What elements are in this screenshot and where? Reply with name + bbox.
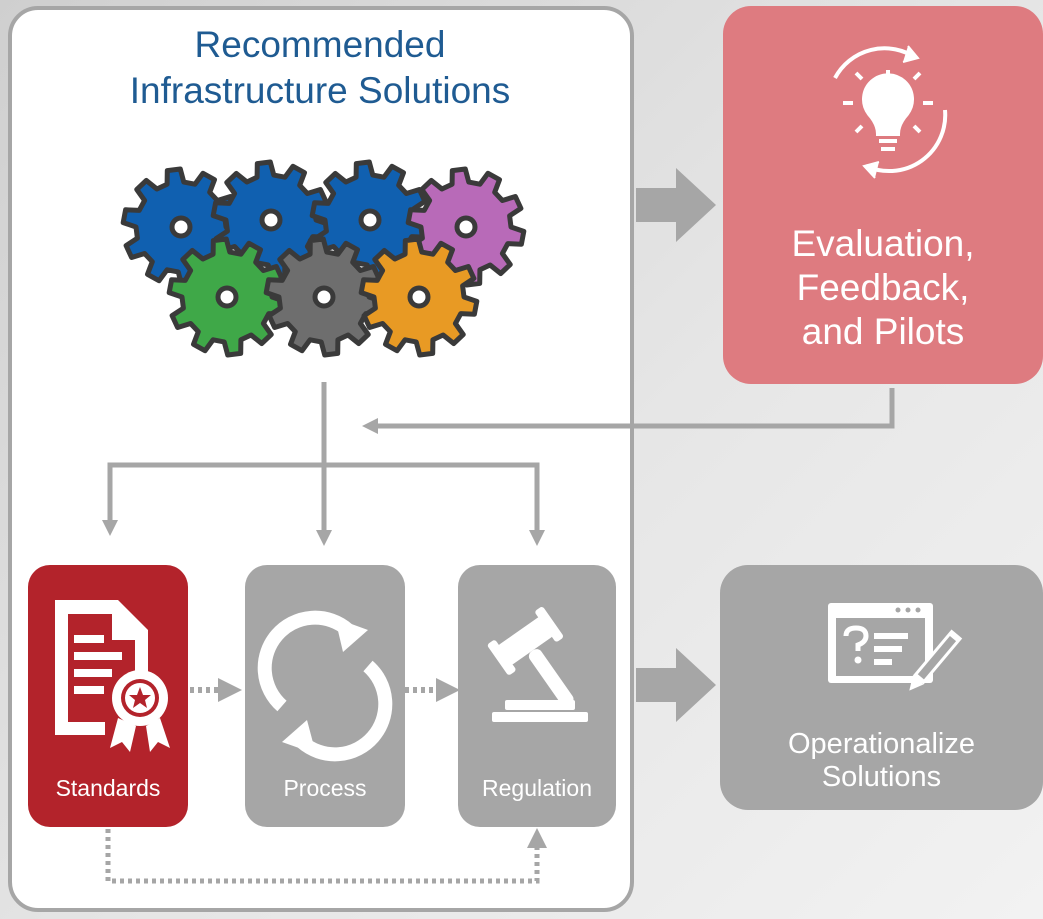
gears-cluster bbox=[120, 159, 527, 358]
evaluation-box bbox=[723, 6, 1043, 384]
block-arrow-to-operationalize bbox=[636, 648, 716, 722]
evaluation-label-line3: and Pilots bbox=[801, 311, 965, 352]
regulation-label: Regulation bbox=[482, 775, 592, 801]
lightbulb-refresh-icon bbox=[833, 45, 948, 179]
evaluation-label-line1: Evaluation, bbox=[791, 223, 975, 264]
refresh-cycle-icon bbox=[257, 610, 393, 762]
gavel-icon bbox=[487, 607, 588, 722]
dotted-arrow-standards-regulation bbox=[105, 828, 547, 884]
gear-hub bbox=[259, 208, 283, 232]
flow-connectors bbox=[101, 382, 895, 884]
standards-label: Standards bbox=[55, 775, 161, 801]
split-arrow-right bbox=[324, 462, 546, 547]
gear-hub bbox=[454, 215, 478, 239]
panel-title: Recommended Infrastructure Solutions bbox=[40, 22, 600, 114]
gear-hub bbox=[407, 285, 431, 309]
regulation-tile: Regulation bbox=[458, 565, 616, 827]
panel-title-line1: Recommended bbox=[194, 24, 446, 65]
quiz-edit-icon bbox=[828, 603, 963, 691]
process-label: Process bbox=[283, 775, 367, 801]
evaluation-label: Evaluation, Feedback, and Pilots bbox=[723, 222, 1043, 354]
gear-hub bbox=[358, 208, 382, 232]
panel-title-line2: Infrastructure Solutions bbox=[129, 70, 511, 111]
evaluation-label-line2: Feedback, bbox=[796, 267, 970, 308]
gear-hub bbox=[169, 215, 193, 239]
split-arrow-left bbox=[101, 462, 324, 537]
certificate-icon bbox=[55, 600, 170, 752]
gear-hub bbox=[215, 285, 239, 309]
gear-hub bbox=[312, 285, 336, 309]
operationalize-label: Operationalize Solutions bbox=[720, 728, 1043, 794]
operationalize-label-line2: Solutions bbox=[821, 761, 942, 793]
feedback-arrow bbox=[361, 388, 895, 435]
operationalize-label-line1: Operationalize bbox=[788, 728, 975, 760]
block-arrow-to-evaluation bbox=[636, 168, 716, 242]
